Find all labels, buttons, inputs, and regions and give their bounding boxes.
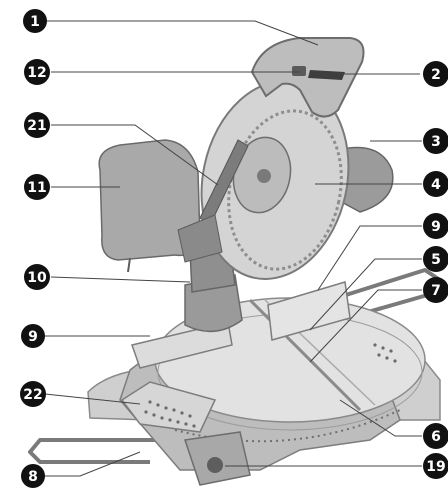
callout-2: 2 [423,61,448,87]
lock-knob [207,457,223,473]
callout-number: 4 [431,177,441,193]
callout-9-right: 9 [423,213,448,239]
callout-7: 7 [423,277,448,303]
callout-1: 1 [23,9,47,33]
callout-12: 12 [24,59,50,85]
callout-5: 5 [423,246,448,272]
callout-3: 3 [423,128,448,154]
callout-number: 1 [30,14,40,30]
callout-number: 9 [431,219,441,235]
callout-number: 22 [23,387,42,403]
callout-number: 2 [431,67,441,83]
safety-lock-button [292,66,306,76]
callout-number: 8 [28,469,38,485]
callout-22: 22 [20,381,46,407]
leader-9r [318,226,422,290]
leader-10 [51,277,190,282]
callout-number: 19 [426,459,445,475]
callout-number: 6 [431,429,441,445]
callout-9-left: 9 [21,324,45,348]
leader-1 [46,21,318,45]
callout-4: 4 [423,171,448,197]
blade-arbor [257,169,271,183]
dust-bag-strap [128,258,130,272]
callout-number: 10 [27,270,47,286]
callout-number: 5 [431,252,441,268]
callout-number: 3 [431,134,441,150]
callout-19: 19 [423,453,448,479]
callout-number: 12 [27,65,46,81]
callout-21: 21 [24,112,50,138]
callout-number: 21 [27,118,46,134]
callout-6: 6 [423,423,448,449]
callout-number: 9 [28,329,38,345]
saw-illustration [30,38,440,485]
callout-8: 8 [21,464,45,488]
callout-number: 11 [27,180,46,196]
callout-11: 11 [24,174,50,200]
callout-10: 10 [24,264,50,290]
extension-rod-left [30,440,160,462]
callout-number: 7 [431,283,441,299]
